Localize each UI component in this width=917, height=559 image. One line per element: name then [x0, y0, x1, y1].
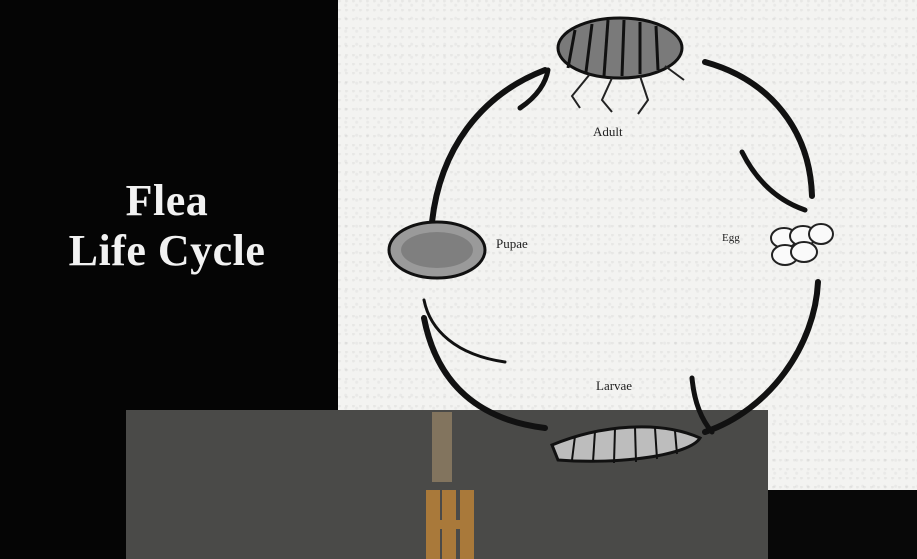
stage-label-egg: Egg: [722, 232, 740, 244]
pupa-cocoon-icon: [389, 222, 485, 278]
flea-adult-icon: [558, 18, 684, 114]
stage-label-pupae: Pupae: [496, 236, 528, 252]
arrow-pupa-to-adult: [432, 70, 545, 222]
stage-label-adult: Adult: [593, 124, 623, 140]
egg-cluster-icon: [771, 224, 833, 265]
larva-icon: [552, 427, 700, 463]
stage-label-larvae: Larvae: [596, 378, 632, 394]
arrow-egg-to-larva: [705, 282, 818, 432]
